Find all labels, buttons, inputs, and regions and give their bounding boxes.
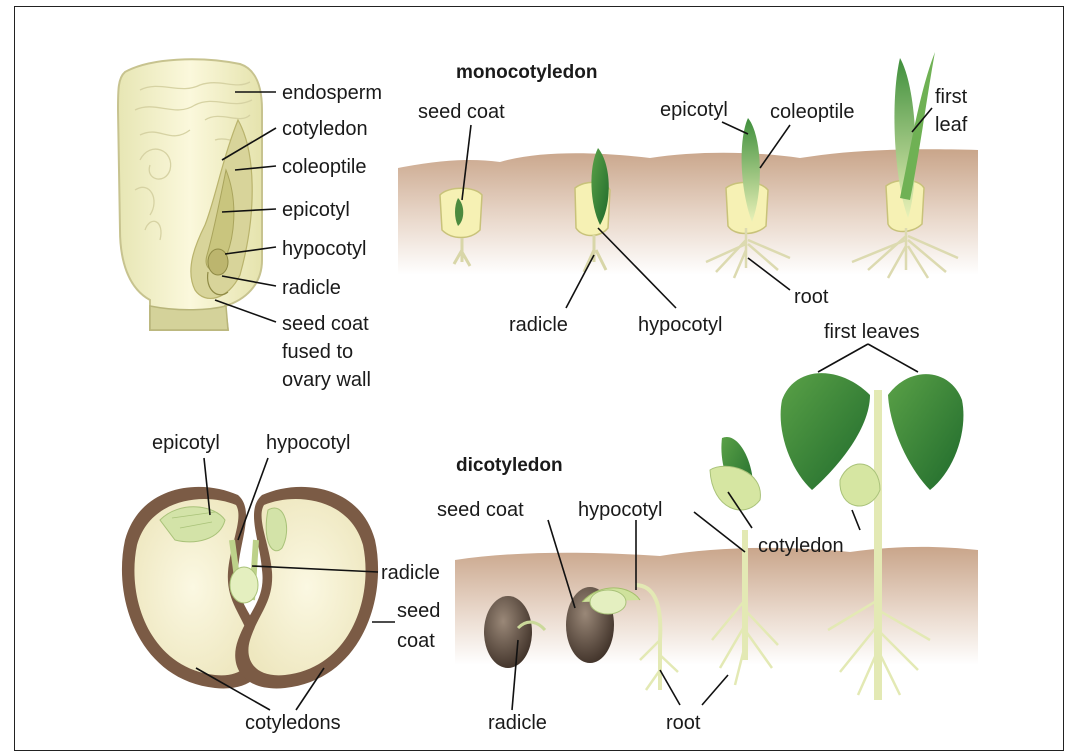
bean-label-radicle: radicle <box>381 562 440 584</box>
label-cotyledon: cotyledon <box>282 118 368 140</box>
dicot-label-radicle: radicle <box>488 712 547 734</box>
mono-label-first-leaf-1: first <box>935 86 968 108</box>
label-seed-coat-fused-1: seed coat <box>282 313 369 335</box>
mono-label-coleoptile: coleoptile <box>770 101 855 123</box>
bean-label-cotyledons: cotyledons <box>245 712 341 734</box>
bean-label-hypocotyl: hypocotyl <box>266 432 351 454</box>
dicot-label-seed-coat: seed coat <box>437 499 524 521</box>
label-coleoptile: coleoptile <box>282 156 367 178</box>
mono-label-first-leaf-2: leaf <box>935 114 968 136</box>
dicot-soil <box>455 547 978 665</box>
corn-kernel-labels: endosperm cotyledon coleoptile epicotyl … <box>282 82 382 391</box>
mono-label-seed-coat: seed coat <box>418 101 505 123</box>
label-seed-coat-fused-3: ovary wall <box>282 369 371 391</box>
dicot-title: dicotyledon <box>456 455 563 476</box>
label-seed-coat-fused-2: fused to <box>282 341 353 363</box>
dicot-label-hypocotyl: hypocotyl <box>578 499 663 521</box>
dicot-label-root: root <box>666 712 701 734</box>
label-radicle: radicle <box>282 277 341 299</box>
label-epicotyl: epicotyl <box>282 199 350 221</box>
monocot-title: monocotyledon <box>456 62 597 83</box>
bean-label-epicotyl: epicotyl <box>152 432 220 454</box>
dicot-label-first-leaves: first leaves <box>824 321 920 343</box>
mono-label-epicotyl: epicotyl <box>660 99 728 121</box>
bean-label-seed-coat-2: coat <box>397 630 435 652</box>
corn-kernel-illustration <box>118 59 262 330</box>
mono-label-root: root <box>794 286 829 308</box>
label-hypocotyl: hypocotyl <box>282 238 367 260</box>
dicot-label-cotyledon: cotyledon <box>758 535 844 557</box>
bean-seed-illustration <box>122 487 378 689</box>
label-endosperm: endosperm <box>282 82 382 104</box>
bean-label-seed-coat-1: seed <box>397 600 440 622</box>
mono-label-hypocotyl: hypocotyl <box>638 314 723 336</box>
mono-label-radicle: radicle <box>509 314 568 336</box>
